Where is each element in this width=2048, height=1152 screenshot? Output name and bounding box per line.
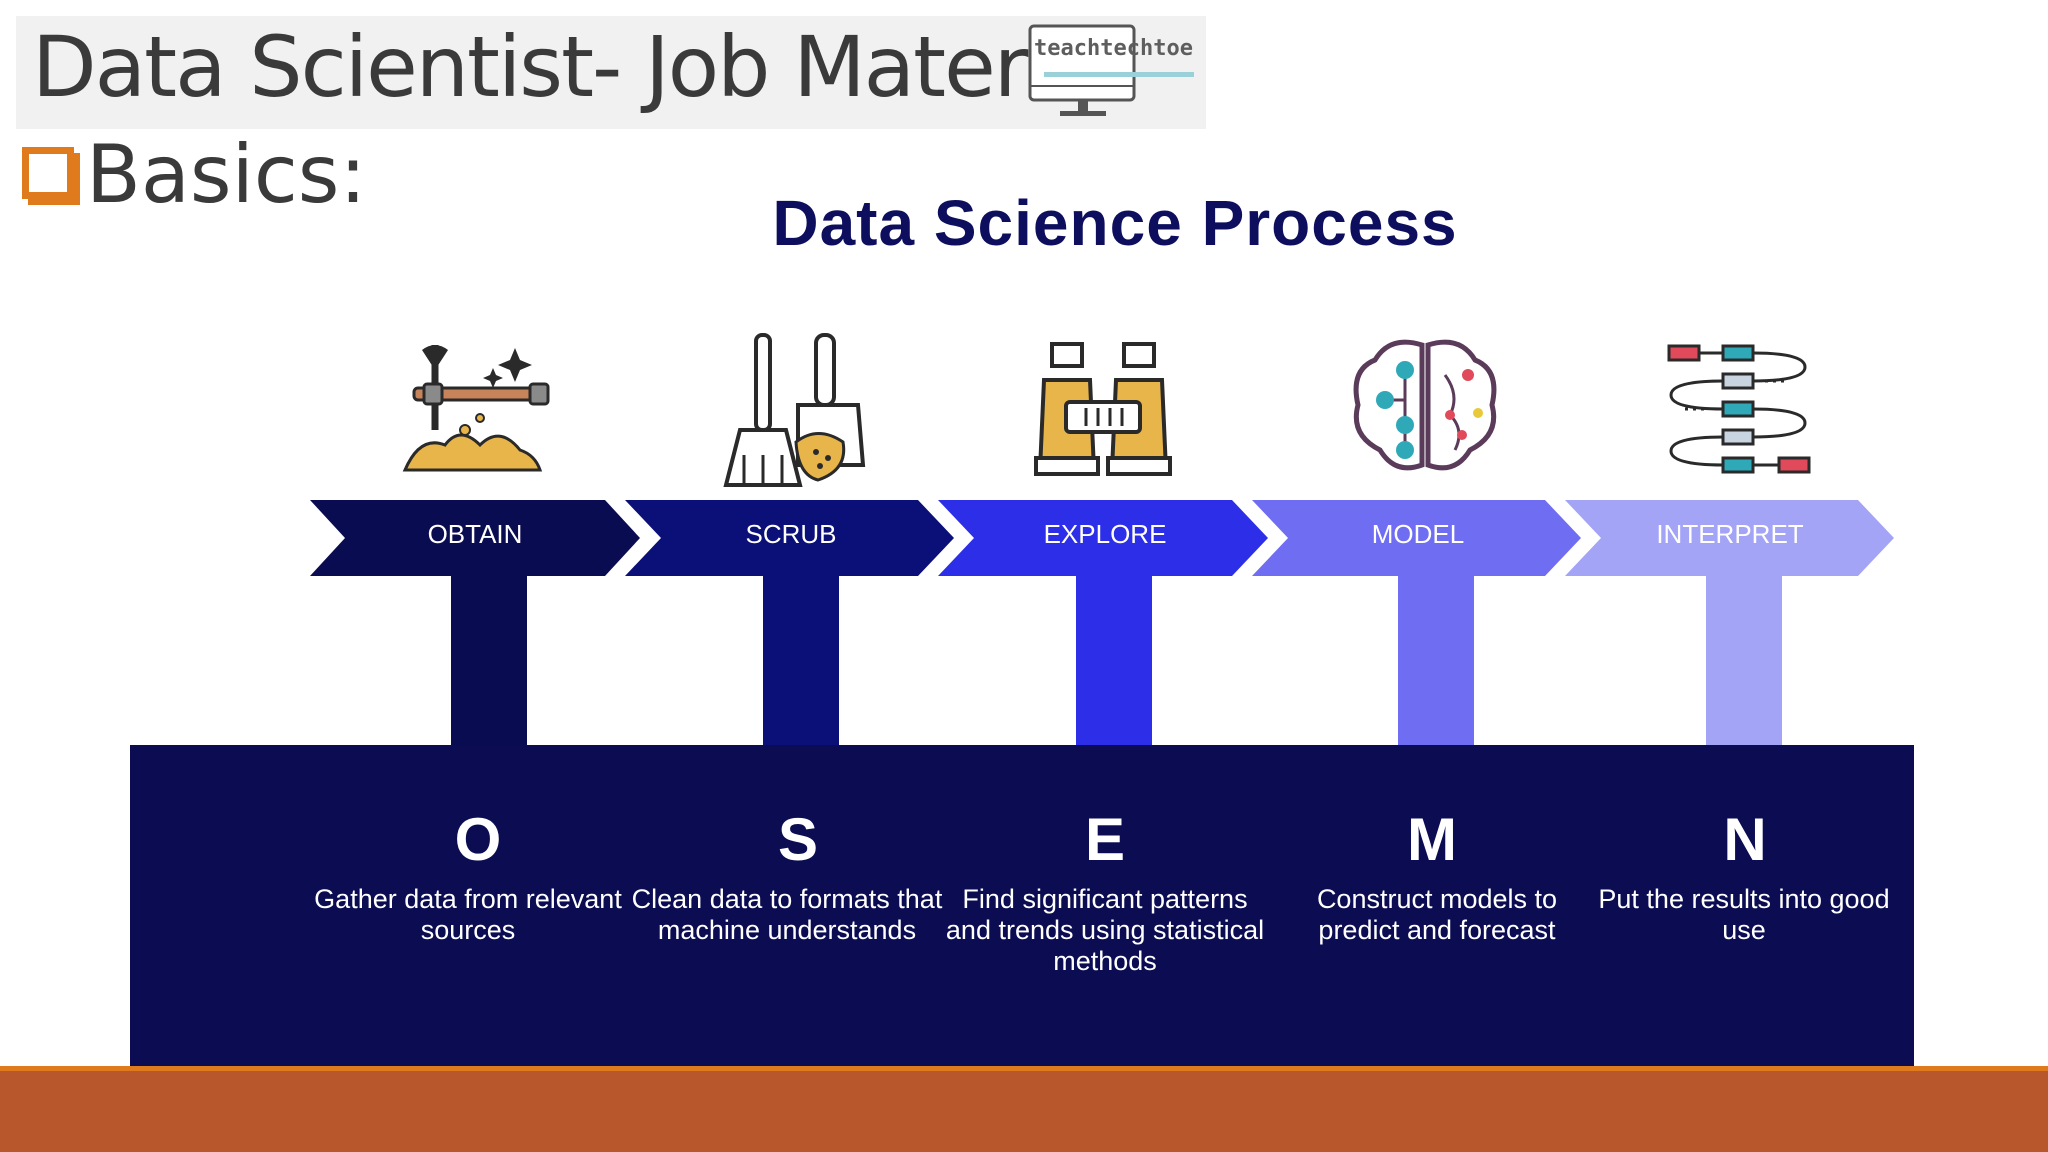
broom-dustpan-icon (723, 333, 866, 487)
pickaxe-icon (402, 345, 550, 472)
stage-description-scrub: Clean data to formats that machine under… (631, 884, 943, 945)
stage-letter-s: S (777, 806, 819, 873)
stage-description-explore: Find significant patterns and trends usi… (945, 884, 1265, 976)
checkbox-bullet-icon (22, 147, 74, 199)
stage-label-obtain: OBTAIN (427, 519, 523, 549)
arrow-explore (938, 500, 1268, 576)
arrow-obtain (310, 500, 640, 576)
stage-description-interpret: Put the results into good use (1598, 884, 1890, 945)
stem-explore (1076, 575, 1152, 750)
stage-letter-m: M (1407, 806, 1457, 873)
stem-model (1398, 575, 1474, 750)
process-panel (130, 745, 1914, 1067)
stem-interpret (1706, 575, 1782, 750)
stem-scrub (763, 575, 839, 750)
slide-title: Data Scientist- Job Material (32, 18, 1120, 116)
teachtechtoe-logo: teachtechtoe (1026, 22, 1196, 122)
logo-text: teachtechtoe (1034, 36, 1193, 61)
bullet-text: Basics: (86, 128, 367, 221)
stage-label-model: MODEL (1371, 519, 1465, 549)
stem-obtain (451, 575, 527, 750)
stage-label-scrub: SCRUB (745, 519, 837, 549)
stage-label-interpret: INTERPRET (1656, 519, 1804, 549)
binoculars-icon (1034, 342, 1172, 476)
stage-label-explore: EXPLORE (1043, 519, 1167, 549)
footer-band (0, 1066, 2048, 1152)
monitor-icon (1028, 24, 1194, 116)
stage-description-obtain: Gather data from relevant sources (314, 884, 622, 945)
title-bar (16, 16, 1206, 129)
arrow-scrub (625, 500, 954, 576)
flowchart-icon (1667, 344, 1811, 474)
brain-icon (1353, 339, 1497, 471)
stage-description-model: Construct models to predict and forecast (1316, 884, 1558, 945)
arrow-interpret (1565, 500, 1894, 576)
stage-letter-n: N (1723, 806, 1767, 873)
diagram-title: Data Science Process (772, 187, 1458, 259)
arrow-model (1252, 500, 1581, 576)
stage-letter-e: E (1084, 806, 1126, 873)
stage-letter-o: O (454, 806, 502, 873)
